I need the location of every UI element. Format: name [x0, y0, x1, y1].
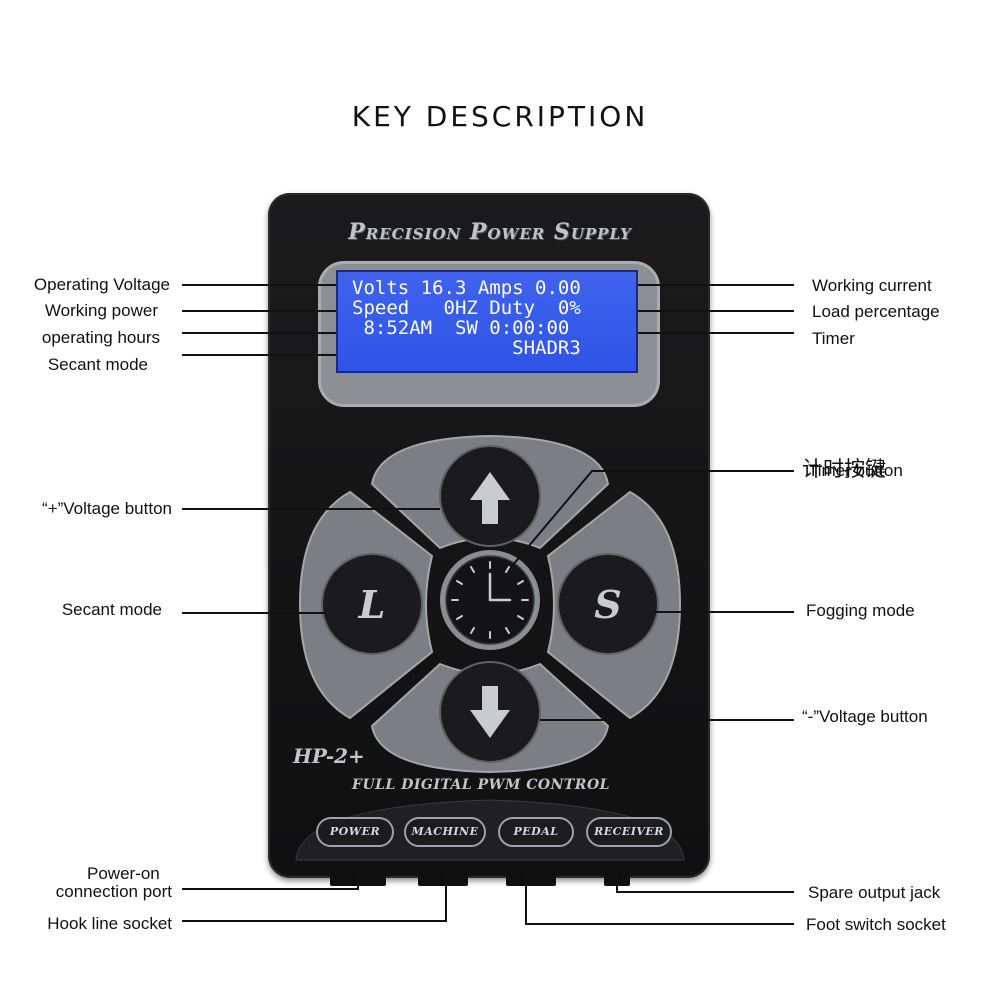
- pedal-port-tab: PEDAL: [498, 817, 574, 847]
- label-hook-line-socket: Hook line socket: [47, 914, 172, 933]
- down-button[interactable]: [439, 661, 541, 763]
- lcd-line-3: 8:52AM SW 0:00:00: [352, 317, 570, 339]
- label-working-current: Working current: [812, 276, 932, 295]
- pedal-plug: [506, 872, 556, 886]
- lcd-line-4: SHADR3: [352, 337, 581, 359]
- label-spare-output-jack: Spare output jack: [808, 883, 941, 902]
- label-secant-mode-button: Secant mode: [61, 600, 162, 619]
- receiver-port-tab: RECEIVER: [586, 817, 672, 847]
- tagline-label: FULL DIGITAL PWM CONTROL: [352, 777, 610, 793]
- label-secant-mode-lcd: Secant mode: [47, 355, 148, 374]
- up-arrow-icon: [470, 472, 510, 524]
- label-power-on-line1: Power-on: [87, 864, 160, 883]
- l-button[interactable]: L: [321, 553, 423, 655]
- label-operating-voltage: Operating Voltage: [33, 275, 170, 294]
- l-button-label: L: [358, 582, 386, 627]
- lcd-display: Volts 16.3 Amps 0.00 Speed 0HZ Duty 0% 8…: [336, 270, 638, 373]
- lcd-line-2: Speed 0HZ Duty 0%: [352, 297, 581, 319]
- s-button-label: S: [594, 582, 621, 627]
- label-timer-button: Timer button: [808, 461, 903, 480]
- timer-button[interactable]: [440, 550, 540, 650]
- up-button[interactable]: [439, 445, 541, 547]
- down-arrow-icon: [470, 686, 510, 738]
- machine-plug: [418, 872, 468, 886]
- label-working-power: Working power: [44, 301, 158, 320]
- label-plus-voltage-button: “+”Voltage button: [42, 499, 172, 518]
- lcd-line-1: Volts 16.3 Amps 0.00: [352, 277, 581, 299]
- label-timer: Timer: [812, 329, 855, 348]
- clock-icon: [451, 561, 529, 639]
- label-load-percentage: Load percentage: [812, 302, 940, 321]
- s-button[interactable]: S: [557, 553, 659, 655]
- diagram-title: KEY DESCRIPTION: [351, 100, 649, 133]
- label-timer-button-cn: 计时按键: [802, 458, 886, 481]
- label-operating-hours: operating hours: [41, 328, 160, 347]
- label-foot-switch-socket: Foot switch socket: [806, 915, 946, 934]
- machine-port-tab: MACHINE: [404, 817, 486, 847]
- power-port-tab: POWER: [316, 817, 394, 847]
- label-minus-voltage-button: “-”Voltage button: [802, 707, 928, 726]
- model-label: HP-2+: [293, 744, 365, 768]
- label-power-on-line2: connection port: [55, 882, 172, 901]
- device-brand: Precision Power Supply: [348, 219, 632, 245]
- label-fogging-mode: Fogging mode: [806, 601, 915, 620]
